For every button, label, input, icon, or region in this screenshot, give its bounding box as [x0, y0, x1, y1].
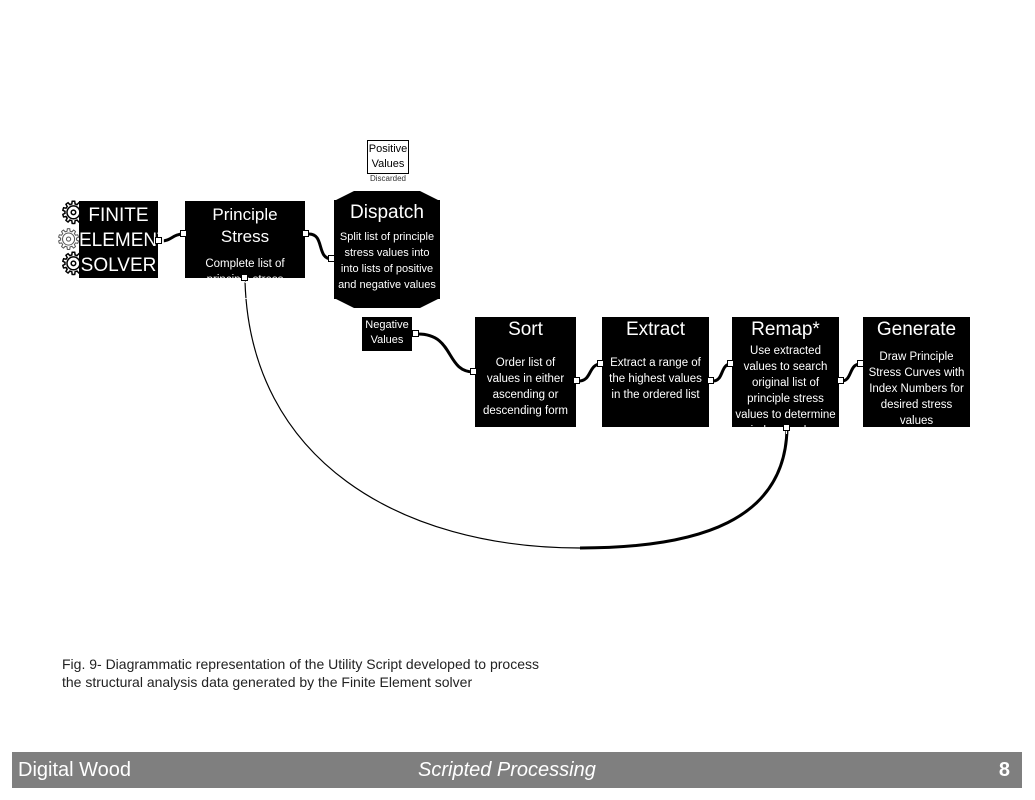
- principle-stress-node[interactable]: Principle Stress Complete list of princi…: [185, 201, 305, 302]
- extract-input-port[interactable]: [597, 360, 604, 367]
- sort-output-port[interactable]: [573, 377, 580, 384]
- principle-output-port[interactable]: [302, 230, 309, 237]
- remap-desc: Use extracted values to search original …: [735, 345, 836, 437]
- fem-output-port[interactable]: [155, 237, 162, 244]
- dispatch-desc: Split list of principle stress values in…: [338, 231, 436, 291]
- principle-stress-title: Principle Stress: [212, 205, 278, 246]
- sort-input-port[interactable]: [470, 368, 477, 375]
- dispatch-input-port[interactable]: [328, 255, 335, 262]
- negative-output-port[interactable]: [412, 330, 419, 337]
- remap-title: Remap*: [751, 319, 820, 340]
- extract-output-port[interactable]: [707, 377, 714, 384]
- extract-title: Extract: [625, 319, 686, 340]
- positive-discarded-note: Discarded: [369, 174, 406, 183]
- negative-values-label: Negative Values: [365, 319, 409, 346]
- dispatch-top-cap: [334, 191, 440, 201]
- remap-bottom-port[interactable]: [783, 424, 790, 431]
- dispatch-title: Dispatch: [350, 202, 424, 223]
- footer-section: Scripted Processing: [418, 759, 596, 781]
- principle-bottom-port[interactable]: [241, 274, 248, 281]
- gear-icon-middle: ⚙: [56, 224, 82, 255]
- dispatch-node[interactable]: Dispatch Split list of principle stress …: [334, 200, 440, 299]
- fem-title-line-1: FINITE: [88, 205, 149, 226]
- sort-title: Sort: [508, 319, 543, 340]
- extract-desc: Extract a range of the highest values in…: [609, 357, 702, 401]
- sort-node[interactable]: Sort Order list of values in either asce…: [475, 317, 576, 427]
- generate-title: Generate: [876, 319, 957, 340]
- principle-input-port[interactable]: [180, 230, 187, 237]
- positive-values-box: Positive Values: [367, 140, 409, 174]
- finite-element-solver-node[interactable]: FINITE ELEMENT SOLVER: [79, 201, 169, 278]
- footer-title: Digital Wood: [18, 759, 132, 781]
- generate-node[interactable]: Generate Draw Principle Stress Curves wi…: [863, 317, 970, 427]
- dispatch-bottom-cap: [334, 298, 440, 308]
- figure-caption: Fig. 9- Diagrammatic representation of t…: [62, 656, 539, 690]
- wire-principle-to-remap-thick: [579, 428, 789, 550]
- fem-title-line-3: SOLVER: [80, 255, 157, 276]
- footer-page-number: 8: [998, 759, 1010, 781]
- remap-node[interactable]: Remap* Use extracted values to search or…: [732, 317, 839, 437]
- wire-principle-to-remap-thin: [244, 280, 581, 549]
- footer-bar: Digital Wood Scripted Processing 8: [12, 752, 1022, 788]
- negative-values-box: Negative Values: [362, 317, 412, 351]
- generate-desc: Draw Principle Stress Curves with Index …: [868, 351, 965, 427]
- generate-input-port[interactable]: [857, 360, 864, 367]
- fem-title-line-2: ELEMENT: [79, 230, 169, 251]
- principle-stress-desc: Complete list of principle stress values: [205, 258, 285, 302]
- remap-output-port[interactable]: [837, 377, 844, 384]
- wire-negative-to-sort: [417, 332, 475, 374]
- positive-values-label: Positive Values: [368, 143, 408, 170]
- sort-desc: Order list of values in either ascending…: [482, 357, 569, 417]
- extract-node[interactable]: Extract Extract a range of the highest v…: [602, 317, 709, 427]
- remap-input-port[interactable]: [727, 360, 734, 367]
